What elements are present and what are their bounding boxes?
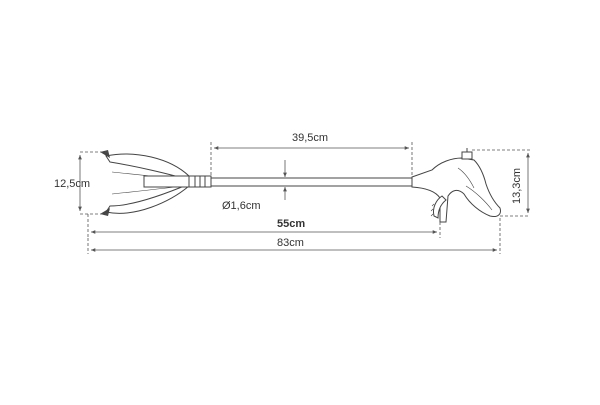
label-total-length: 83cm [277,237,304,249]
dimension-lines [78,142,530,254]
tool-outline [100,148,501,223]
label-tube-diameter: Ø1,6cm [222,200,261,212]
handle [411,157,501,223]
label-shaft-length: 39,5cm [292,132,328,144]
label-handle-height: 13,3cm [511,168,523,204]
label-jaw-height: 12,5cm [54,178,90,190]
label-reach-length: 55cm [277,218,305,230]
trigger [433,195,447,219]
lower-jaw [105,183,190,214]
